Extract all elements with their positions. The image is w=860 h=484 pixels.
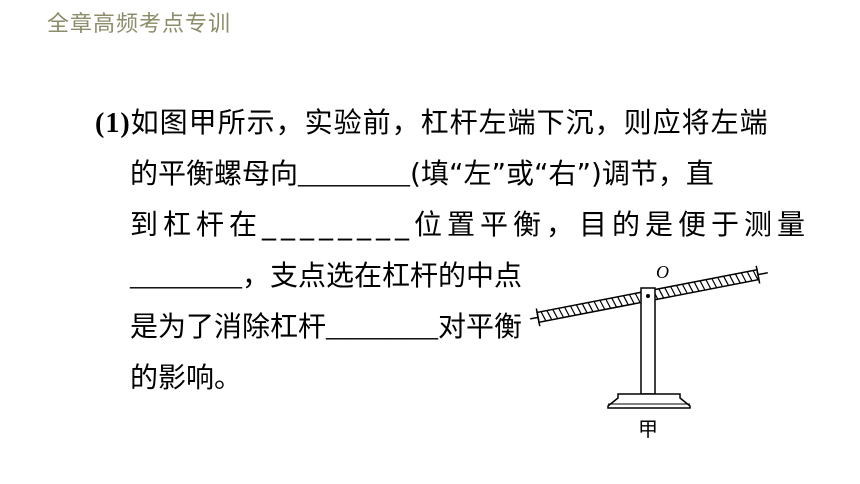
lever-tick bbox=[558, 307, 565, 318]
lever-tick bbox=[599, 299, 606, 310]
question-text-1: 如图甲所示，实验前，杠杆左端下沉，则应将左端 bbox=[130, 106, 769, 139]
lever-tick bbox=[540, 311, 547, 322]
figure-caption: 甲 bbox=[638, 417, 658, 441]
question-line-2: 的平衡螺母向________(填“左”或“右”)调节，直 bbox=[130, 154, 714, 195]
lever-tick bbox=[734, 273, 741, 284]
lever-tick bbox=[569, 305, 576, 316]
pivot-label: O bbox=[656, 262, 669, 282]
lever-tick bbox=[752, 270, 759, 281]
lever-tick bbox=[593, 301, 600, 311]
stand-base bbox=[607, 393, 691, 409]
question-line-6: 的影响。 bbox=[130, 361, 243, 394]
lever-tick bbox=[622, 295, 629, 306]
lever-tick bbox=[658, 288, 665, 299]
lever-tick bbox=[687, 282, 694, 293]
question-text-2a: 的平衡螺母向 bbox=[130, 157, 299, 190]
question-line-5: 是为了消除杠杆________对平衡 bbox=[130, 307, 522, 348]
lever-figure: O 甲 bbox=[530, 262, 768, 441]
lever-tick bbox=[617, 296, 623, 307]
lever-tick bbox=[552, 309, 559, 319]
stand-pillar bbox=[640, 287, 656, 395]
lever-tick bbox=[546, 310, 553, 321]
question-text-5a: 是为了消除杠杆 bbox=[130, 310, 327, 343]
lever-tick bbox=[699, 280, 706, 291]
lever-tick bbox=[634, 293, 641, 303]
lever-tick bbox=[728, 274, 735, 285]
question-number: (1) bbox=[95, 108, 131, 139]
answer-blank-1: ________ bbox=[298, 159, 411, 190]
lever-tick bbox=[746, 271, 753, 282]
lever-tick bbox=[628, 294, 635, 305]
lever-tick bbox=[670, 286, 676, 297]
question-line-4: ________，支点选在杠杆的中点 bbox=[130, 256, 522, 297]
lever-tick bbox=[581, 303, 588, 314]
lever-tick bbox=[664, 287, 671, 298]
lever-tick bbox=[605, 298, 612, 309]
lever-tick bbox=[675, 285, 682, 295]
lever-tick bbox=[705, 279, 712, 290]
question-line-3: 到杠杆在________位置平衡，目的是便于测量 bbox=[130, 208, 811, 241]
lever-tick bbox=[723, 275, 729, 286]
question-line-1: (1)如图甲所示，实验前，杠杆左端下沉，则应将左端 bbox=[95, 103, 769, 144]
question-text-2b: (填“左”或“右”)调节，直 bbox=[410, 157, 714, 190]
pivot-point bbox=[646, 294, 650, 298]
lever-tick bbox=[611, 297, 618, 308]
answer-blank-4: ________ bbox=[326, 312, 439, 343]
question-text-5b: 对平衡 bbox=[438, 310, 523, 343]
lever-tick bbox=[587, 302, 594, 313]
lever-tick bbox=[740, 272, 747, 283]
question-text-4b: ，支点选在杠杆的中点 bbox=[242, 259, 523, 292]
lever-tick bbox=[717, 277, 724, 287]
lever-tick bbox=[693, 281, 700, 292]
lever-tick bbox=[711, 278, 718, 289]
lever-tick bbox=[564, 306, 570, 317]
answer-blank-3: ________ bbox=[130, 261, 242, 292]
page-header: 全章高频考点专训 bbox=[47, 12, 232, 37]
lever-tick bbox=[681, 283, 688, 294]
lever-tick bbox=[575, 304, 582, 315]
